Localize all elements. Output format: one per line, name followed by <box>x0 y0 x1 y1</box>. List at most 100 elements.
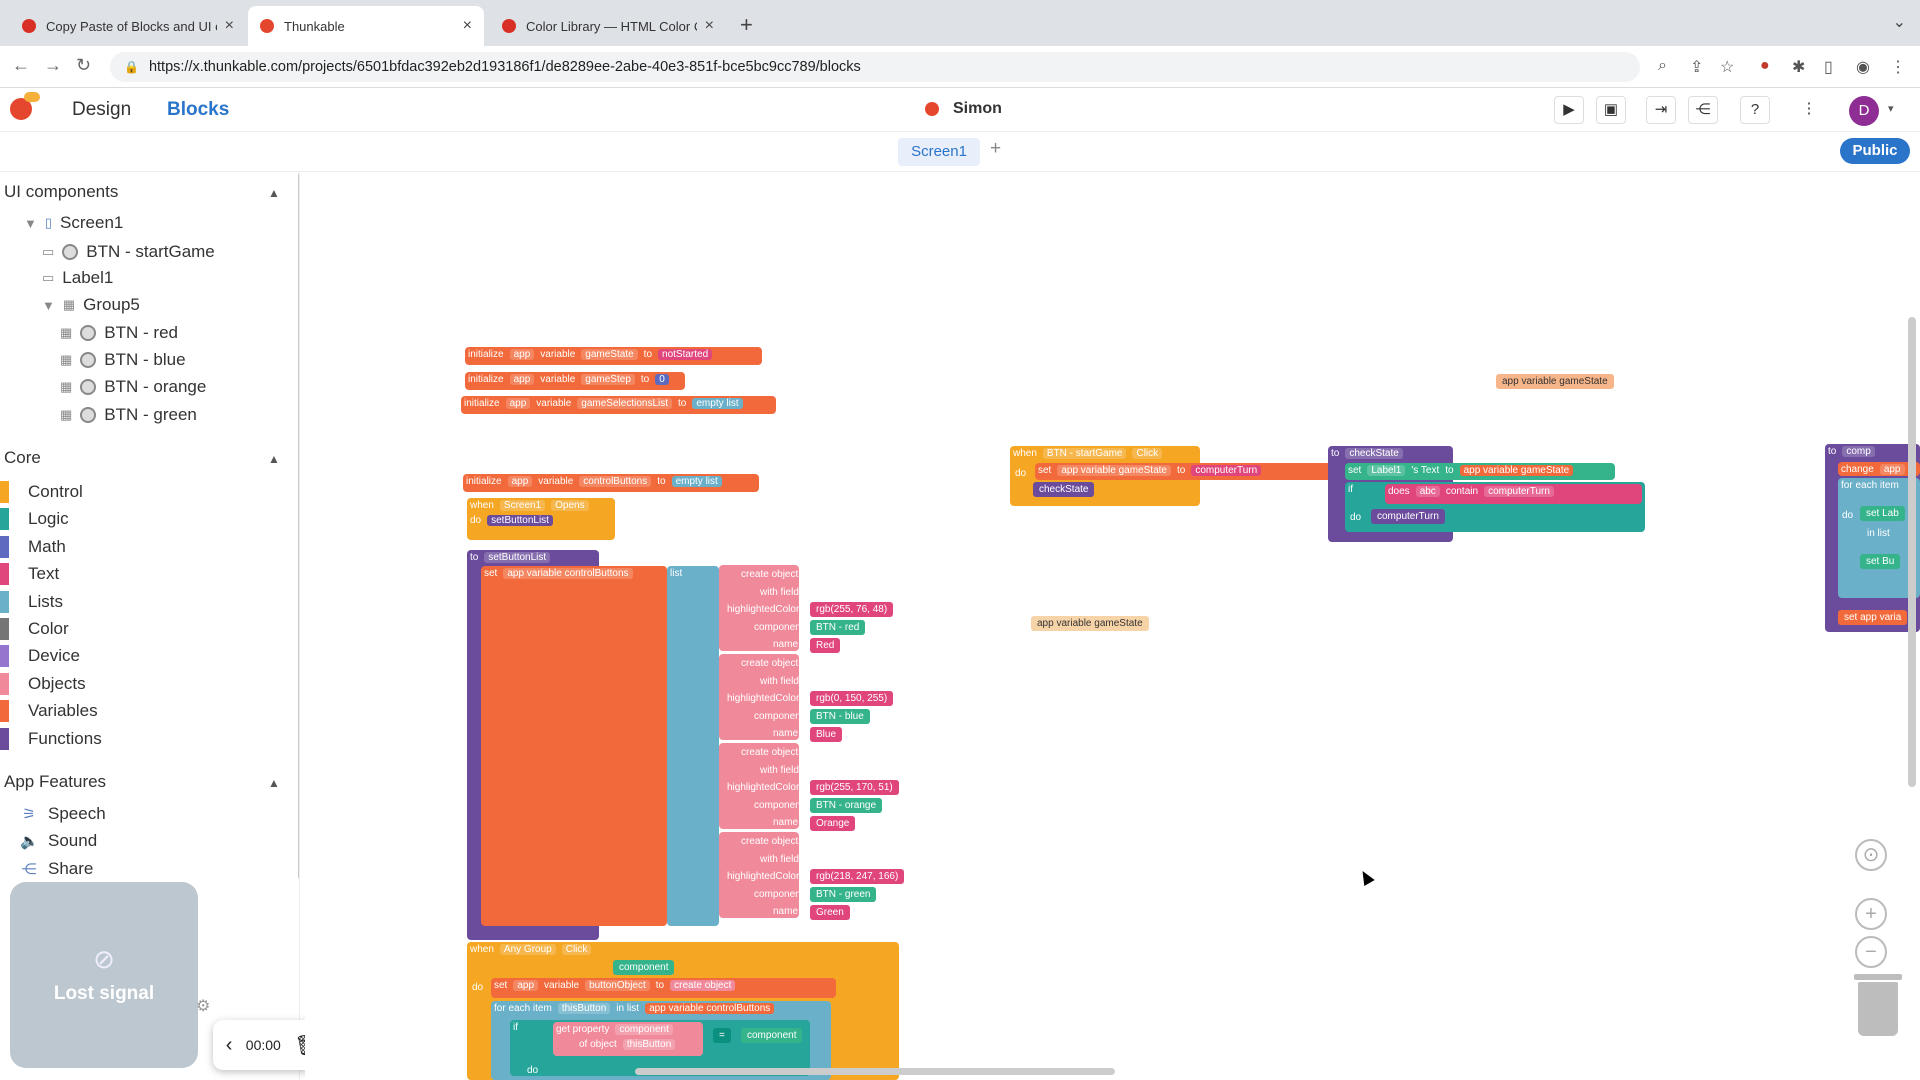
feature-item-sound[interactable]: 🔈Sound <box>20 831 97 851</box>
extensions-icon[interactable]: ✱ <box>1792 59 1806 76</box>
component-parameter[interactable]: component <box>613 960 675 975</box>
block-create-object-green[interactable] <box>719 832 799 918</box>
reload-icon[interactable]: ↻ <box>76 55 92 75</box>
block-create-object-red[interactable] <box>719 565 799 651</box>
recenter-icon[interactable]: ⊙ <box>1855 839 1887 871</box>
set-button-partial[interactable]: set Bu <box>1860 554 1901 569</box>
core-item-text[interactable]: Text <box>0 562 59 586</box>
core-item-device[interactable]: Device <box>0 644 80 668</box>
set-label-partial[interactable]: set Lab <box>1860 506 1905 521</box>
component-value[interactable]: BTN - orange <box>810 798 883 813</box>
block-list[interactable]: list <box>667 566 719 926</box>
tree-item-screen1[interactable]: ▼ ▯ Screen1 <box>24 213 123 233</box>
close-tab-icon[interactable]: × <box>224 17 234 34</box>
close-tab-icon[interactable]: × <box>462 17 472 34</box>
chevron-left-icon[interactable]: ‹ <box>225 1033 233 1056</box>
core-item-math[interactable]: Math <box>0 535 66 559</box>
tab-design[interactable]: Design <box>72 99 132 120</box>
text-value[interactable]: Blue <box>810 727 843 742</box>
core-item-control[interactable]: Control <box>0 480 83 504</box>
trash-icon[interactable] <box>1854 974 1902 1036</box>
help-button[interactable]: ? <box>1740 96 1770 124</box>
download-button[interactable]: ⇥ <box>1646 96 1676 124</box>
record-extension-icon[interactable]: ● <box>1760 57 1770 74</box>
browser-tab-1[interactable]: Copy Paste of Blocks and UI el × <box>10 6 246 46</box>
share-icon[interactable]: ⇪ <box>1690 59 1704 76</box>
zoom-icon[interactable]: ⌕ <box>1658 57 1667 74</box>
star-icon[interactable]: ☆ <box>1720 59 1735 76</box>
call-computerturn-block[interactable]: computerTurn <box>1371 509 1445 524</box>
workspace-vertical-scrollbar[interactable] <box>1908 317 1916 787</box>
close-tab-icon[interactable]: × <box>704 17 714 34</box>
workspace-horizontal-scrollbar[interactable] <box>635 1068 1115 1075</box>
menu-icon[interactable]: ⋮ <box>1890 59 1906 76</box>
forward-icon[interactable]: → <box>44 55 62 75</box>
gear-icon[interactable]: ⚙ <box>196 998 211 1015</box>
component-value[interactable]: BTN - green <box>810 887 877 902</box>
core-item-variables[interactable]: Variables <box>0 699 98 723</box>
text-value[interactable]: Red <box>810 638 841 653</box>
browser-tab-3[interactable]: Color Library — HTML Color Co × <box>490 6 726 46</box>
set-app-var-partial[interactable]: set app varia <box>1838 610 1908 625</box>
core-item-lists[interactable]: Lists <box>0 590 63 614</box>
block-for-each-partial[interactable]: for each item <box>1838 478 1920 598</box>
floating-get-gamestate-block[interactable]: app variable gameState <box>1496 374 1614 389</box>
tree-item-label1[interactable]: ▭ Label1 <box>42 268 113 288</box>
back-icon[interactable]: ← <box>12 55 30 75</box>
tree-item-btn-green[interactable]: ▦ BTN - green <box>60 405 197 425</box>
text-value[interactable]: rgb(255, 170, 51) <box>810 780 899 795</box>
browser-tab-2[interactable]: Thunkable × <box>248 6 484 46</box>
caret-down-icon[interactable]: ▼ <box>24 215 37 231</box>
tree-item-btn-startgame[interactable]: ▭ BTN - startGame <box>42 242 215 262</box>
profile-icon[interactable]: ◉ <box>1856 59 1870 76</box>
chevron-up-icon[interactable]: ▲ <box>268 776 280 790</box>
component-value[interactable]: BTN - red <box>810 620 866 635</box>
equals-operator[interactable]: = <box>713 1028 731 1043</box>
core-item-logic[interactable]: Logic <box>0 507 69 531</box>
text-value[interactable]: Green <box>810 905 850 920</box>
left-panel-scrollbar[interactable] <box>298 172 299 880</box>
zoom-in-icon[interactable]: + <box>1855 898 1887 930</box>
chevron-down-icon[interactable]: ⌄ <box>1892 14 1906 31</box>
thunkable-logo-icon[interactable] <box>10 92 40 120</box>
block-create-object-blue[interactable] <box>719 654 799 740</box>
floating-set-gamestate-block[interactable]: app variable gameState <box>1031 616 1149 631</box>
core-item-functions[interactable]: Functions <box>0 727 102 751</box>
text-value[interactable]: rgb(218, 247, 166) <box>810 869 905 884</box>
add-screen-button[interactable]: + <box>990 138 1002 159</box>
core-item-color[interactable]: Color <box>0 617 69 641</box>
chevron-up-icon[interactable]: ▲ <box>268 186 280 200</box>
tree-item-btn-blue[interactable]: ▦ BTN - blue <box>60 350 186 370</box>
text-value[interactable]: rgb(255, 76, 48) <box>810 602 894 617</box>
sidebar-icon[interactable]: ▯ <box>1824 59 1833 76</box>
caret-down-icon[interactable]: ▼ <box>42 297 55 313</box>
live-test-button[interactable]: ▣ <box>1596 96 1626 124</box>
chevron-down-icon[interactable]: ▾ <box>1888 103 1894 115</box>
call-checkstate-block[interactable]: checkState <box>1033 482 1095 497</box>
public-button[interactable]: Public <box>1840 138 1910 164</box>
tree-item-group5[interactable]: ▼ ▦ Group5 <box>42 295 140 315</box>
tab-blocks[interactable]: Blocks <box>167 99 230 120</box>
core-item-objects[interactable]: Objects <box>0 672 86 696</box>
url-field[interactable]: 🔒 https://x.thunkable.com/projects/6501b… <box>110 52 1640 82</box>
block-create-object-orange[interactable] <box>719 743 799 829</box>
chevron-up-icon[interactable]: ▲ <box>268 452 280 466</box>
tree-item-btn-orange[interactable]: ▦ BTN - orange <box>60 377 206 397</box>
feature-item-share[interactable]: ⋲Share <box>20 859 94 879</box>
project-title[interactable]: Simon <box>925 100 1002 118</box>
text-value[interactable]: rgb(0, 150, 255) <box>810 691 894 706</box>
component-value[interactable]: BTN - blue <box>810 709 870 724</box>
component-compare-value[interactable]: component <box>741 1028 803 1043</box>
